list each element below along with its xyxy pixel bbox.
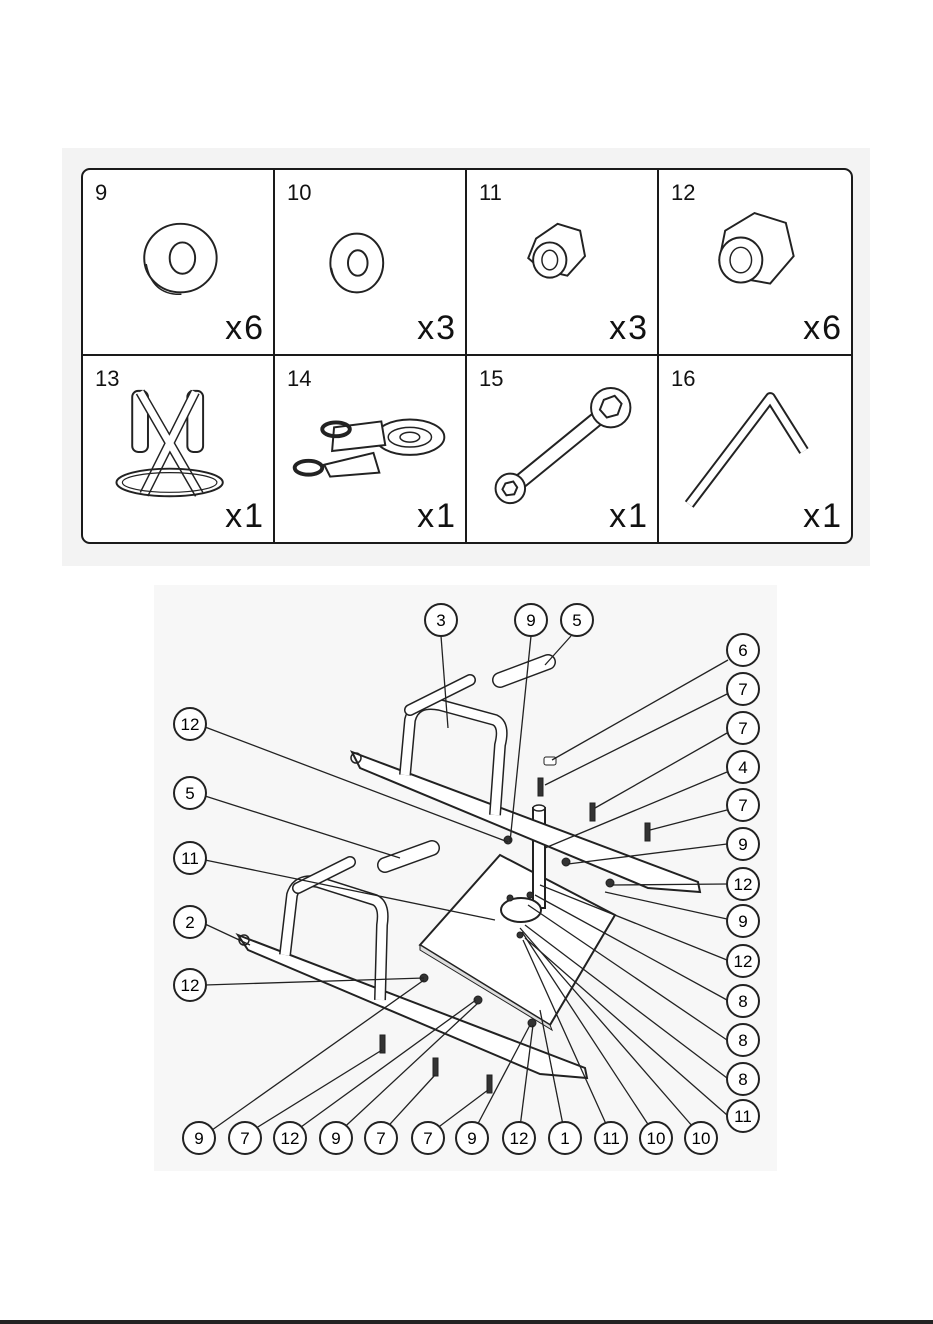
callout-7-b: 7 [727,712,759,744]
svg-text:10: 10 [647,1129,666,1148]
callout-12-low: 12 [174,969,206,1001]
callout-bottom-3: 12 [274,1122,306,1154]
part-cell-15: 15 x1 [467,356,659,542]
part-cell-14: 14 x1 [275,356,467,542]
parts-list-grid: 9 x6 10 x3 11 x3 12 x [81,168,853,544]
svg-text:9: 9 [467,1129,476,1148]
svg-text:7: 7 [240,1129,249,1148]
svg-text:5: 5 [572,611,581,630]
svg-text:2: 2 [185,913,194,932]
callout-5-left: 5 [174,777,206,809]
callout-bottom-10: 11 [595,1122,627,1154]
callout-9-right-2: 9 [727,905,759,937]
callout-8-c: 8 [727,1063,759,1095]
svg-text:5: 5 [185,784,194,803]
svg-text:3: 3 [436,611,445,630]
svg-text:11: 11 [734,1107,752,1126]
svg-text:9: 9 [738,912,747,931]
part-cell-11: 11 x3 [467,170,659,356]
part-cell-12: 12 x6 [659,170,851,356]
svg-text:8: 8 [738,1031,747,1050]
callout-bottom-6: 7 [412,1122,444,1154]
svg-text:12: 12 [510,1129,529,1148]
svg-text:11: 11 [602,1129,620,1148]
svg-text:12: 12 [734,952,753,971]
callout-bottom-4: 9 [320,1122,352,1154]
callout-7-c: 7 [727,789,759,821]
svg-text:7: 7 [423,1129,432,1148]
svg-text:7: 7 [376,1129,385,1148]
callout-bottom-8: 12 [503,1122,535,1154]
part-cell-13: 13 x1 [83,356,275,542]
svg-text:4: 4 [738,758,747,777]
part-cell-10: 10 x3 [275,170,467,356]
part-quantity: x3 [417,309,457,348]
callout-11-left: 11 [174,842,206,874]
callout-12-left: 12 [174,708,206,740]
svg-text:12: 12 [181,976,200,995]
svg-text:12: 12 [281,1129,300,1148]
callout-bottom-11: 10 [640,1122,672,1154]
svg-text:7: 7 [738,719,747,738]
part-cell-16: 16 x1 [659,356,851,542]
callout-bottom-7: 9 [456,1122,488,1154]
callout-9-top: 9 [515,604,547,636]
part-quantity: x6 [803,309,843,348]
callout-7-a: 7 [727,673,759,705]
svg-text:1: 1 [560,1129,569,1148]
part-quantity: x1 [803,497,843,536]
callout-bottom-9: 1 [549,1122,581,1154]
part-cell-9: 9 x6 [83,170,275,356]
callout-bottom-5: 7 [365,1122,397,1154]
callout-11-right: 11 [727,1100,759,1132]
callout-6: 6 [727,634,759,666]
svg-text:9: 9 [526,611,535,630]
svg-text:9: 9 [738,835,747,854]
callout-bottom-12: 10 [685,1122,717,1154]
svg-text:12: 12 [181,715,200,734]
svg-text:9: 9 [194,1129,203,1148]
part-quantity: x1 [225,497,265,536]
page-bottom-edge [0,1320,933,1324]
svg-text:7: 7 [738,796,747,815]
callout-9-right-1: 9 [727,828,759,860]
sled-base-plate [420,855,615,1025]
callout-12-right-2: 12 [727,945,759,977]
svg-text:8: 8 [738,992,747,1011]
callout-8-a: 8 [727,985,759,1017]
svg-text:7: 7 [738,680,747,699]
callout-8-b: 8 [727,1024,759,1056]
callout-5-top: 5 [561,604,593,636]
callout-4: 4 [727,751,759,783]
callout-2: 2 [174,906,206,938]
callout-bottom-2: 7 [229,1122,261,1154]
svg-text:10: 10 [692,1129,711,1148]
svg-text:9: 9 [331,1129,340,1148]
callout-12-right-1: 12 [727,868,759,900]
part-quantity: x3 [609,309,649,348]
svg-text:12: 12 [734,875,753,894]
callout-3: 3 [425,604,457,636]
part-quantity: x1 [417,497,457,536]
part-quantity: x6 [225,309,265,348]
svg-text:11: 11 [181,849,199,868]
exploded-assembly-diagram: 3 9 5 6 7 7 4 7 9 12 9 12 8 8 8 11 12 5 … [154,585,777,1171]
svg-text:8: 8 [738,1070,747,1089]
part-quantity: x1 [609,497,649,536]
svg-text:6: 6 [738,641,747,660]
callout-bottom-1: 9 [183,1122,215,1154]
